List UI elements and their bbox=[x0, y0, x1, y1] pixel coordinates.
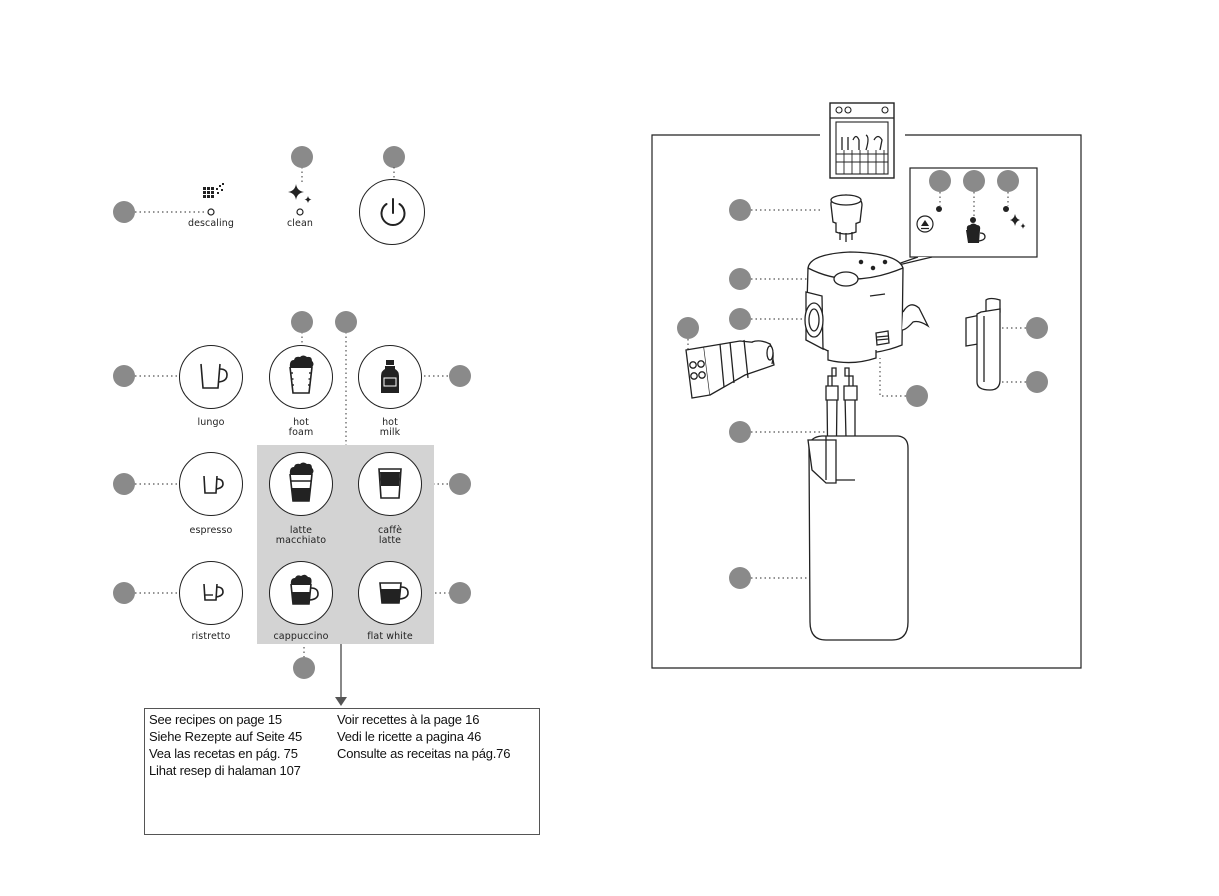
milk-jug bbox=[808, 436, 908, 640]
dishwasher-icon bbox=[830, 103, 894, 178]
steam-wand-piece bbox=[966, 299, 1000, 391]
milk-head-unit bbox=[805, 252, 928, 363]
milk-lid-cap bbox=[831, 195, 862, 242]
emulsifier-cartridge bbox=[686, 340, 774, 398]
